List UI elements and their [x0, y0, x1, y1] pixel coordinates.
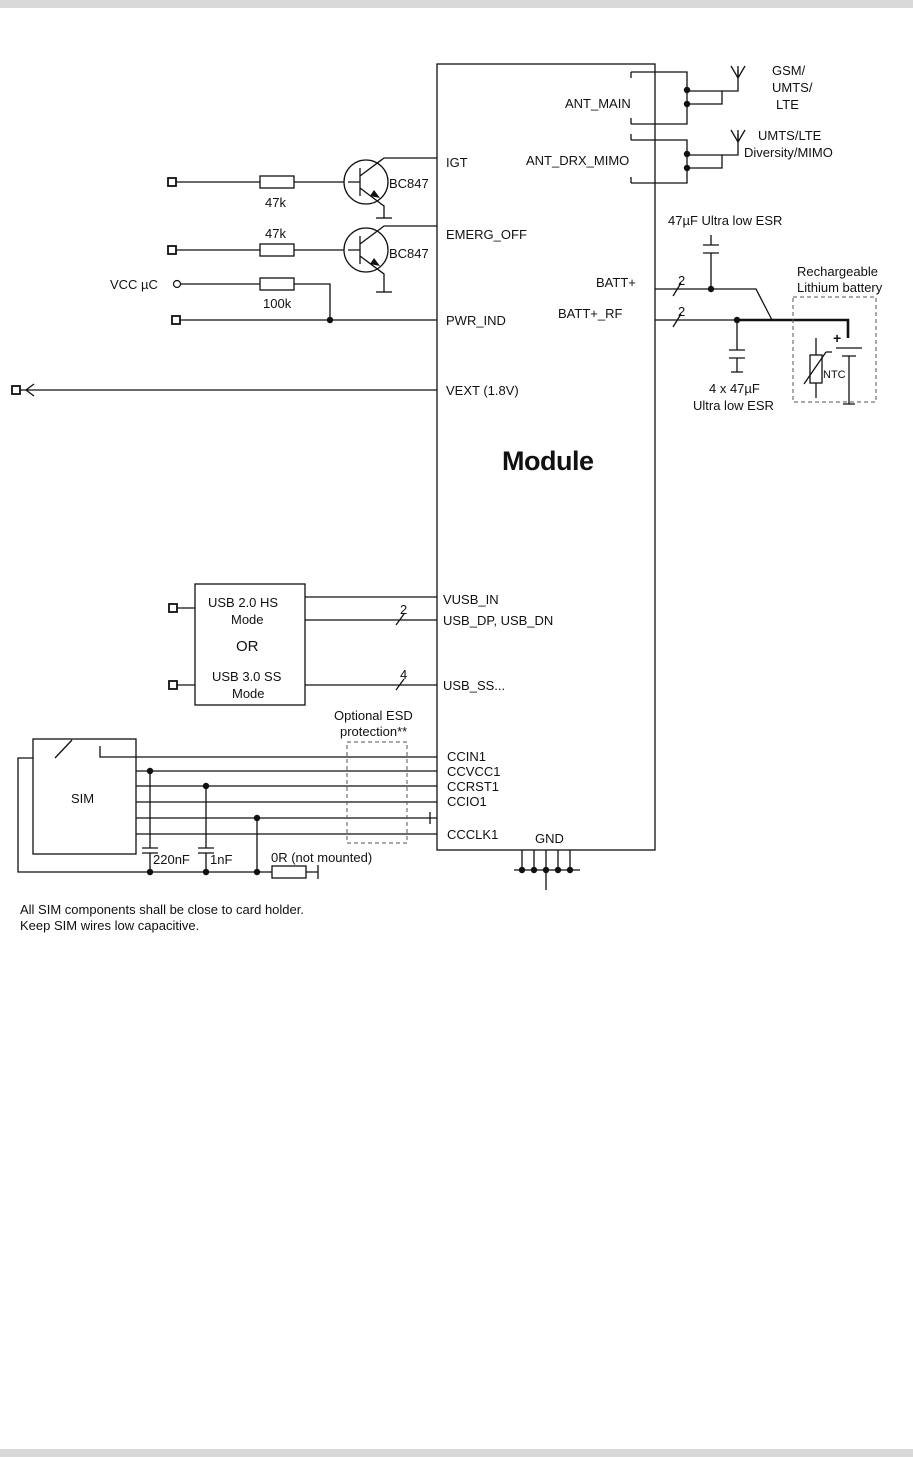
- vext-line: [11, 383, 437, 397]
- pin-ant-main: ANT_MAIN: [565, 96, 631, 111]
- antenna-main-label-3: LTE: [776, 97, 799, 112]
- ntc-label: NTC: [823, 369, 846, 381]
- esd-label-1: Optional ESD: [334, 708, 413, 723]
- top-border: [0, 0, 913, 8]
- antenna-main-label-2: UMTS/: [772, 80, 813, 95]
- pin-ccrst1: CCRST1: [447, 779, 499, 794]
- pin-emerg-off: EMERG_OFF: [446, 227, 527, 242]
- pin-ccclk1: CCCLK1: [447, 827, 498, 842]
- usb-or-label: OR: [236, 638, 259, 655]
- cap-47uf-label: 47µF Ultra low ESR: [668, 213, 782, 228]
- pin-ccvcc1: CCVCC1: [447, 764, 500, 779]
- pin-gnd: GND: [535, 831, 564, 846]
- antenna-diversity: [630, 129, 746, 184]
- usb-hs-label-2: Mode: [231, 612, 264, 627]
- antenna-main: [630, 65, 746, 125]
- usb-circuit: [168, 583, 437, 706]
- usb-bus-count-2: 2: [400, 602, 407, 617]
- battery-plus: +: [833, 330, 841, 346]
- antenna-diversity-label-1: UMTS/LTE: [758, 128, 822, 143]
- cap-220nf-label: 220nF: [153, 852, 190, 867]
- usb-bus-count-4: 4: [400, 667, 407, 682]
- usb-ss-label-2: Mode: [232, 686, 265, 701]
- emerg-off-circuit: [167, 225, 437, 293]
- pwr-ind-circuit: [171, 277, 437, 325]
- note-line-2: Keep SIM wires low capacitive.: [20, 918, 199, 933]
- bus-count-batt: 2: [678, 273, 685, 288]
- pin-batt: BATT+: [596, 275, 636, 290]
- pin-usb-dp-dn: USB_DP, USB_DN: [443, 613, 553, 628]
- transistor-bc847-2: BC847: [389, 246, 429, 261]
- gnd-pins: [514, 850, 580, 890]
- pin-pwr-ind: PWR_IND: [446, 313, 506, 328]
- transistor-bc847-1: BC847: [389, 176, 429, 191]
- usb-hs-label-1: USB 2.0 HS: [208, 595, 278, 610]
- resistor-100k: 100k: [263, 296, 292, 311]
- vcc-uc-label: VCC µC: [110, 277, 158, 292]
- resistor-47k-1: 47k: [265, 195, 286, 210]
- cap-1nf-label: 1nF: [210, 852, 232, 867]
- resistor-0r-label: 0R (not mounted): [271, 850, 372, 865]
- module-box: [436, 63, 656, 851]
- pin-ccin1: CCIN1: [447, 749, 486, 764]
- resistor-47k-2: 47k: [265, 226, 286, 241]
- battery-circuit: [655, 235, 877, 405]
- sim-label: SIM: [71, 791, 94, 806]
- igt-circuit: [167, 157, 437, 219]
- note-line-1: All SIM components shall be close to car…: [20, 902, 304, 917]
- pin-ant-drx: ANT_DRX_MIMO: [526, 153, 629, 168]
- cap-4x47uf-label-2: Ultra low ESR: [693, 398, 774, 413]
- pin-igt: IGT: [446, 155, 468, 170]
- module-title: Module: [502, 446, 594, 476]
- usb-ss-label-1: USB 3.0 SS: [212, 669, 282, 684]
- battery-label-2: Lithium battery: [797, 280, 883, 295]
- bottom-border: [0, 1449, 913, 1457]
- battery-label-1: Rechargeable: [797, 264, 878, 279]
- pin-ccio1: CCIO1: [447, 794, 487, 809]
- pin-vusb-in: VUSB_IN: [443, 592, 499, 607]
- bus-count-batt-rf: 2: [678, 304, 685, 319]
- esd-label-2: protection**: [340, 724, 407, 739]
- antenna-main-label-1: GSM/: [772, 63, 806, 78]
- pin-vext: VEXT (1.8V): [446, 383, 519, 398]
- cap-4x47uf-label-1: 4 x 47µF: [709, 381, 760, 396]
- antenna-diversity-label-2: Diversity/MIMO: [744, 145, 833, 160]
- pin-usb-ss: USB_SS...: [443, 678, 505, 693]
- sim-circuit: [17, 738, 437, 879]
- pin-batt-rf: BATT+_RF: [558, 306, 622, 321]
